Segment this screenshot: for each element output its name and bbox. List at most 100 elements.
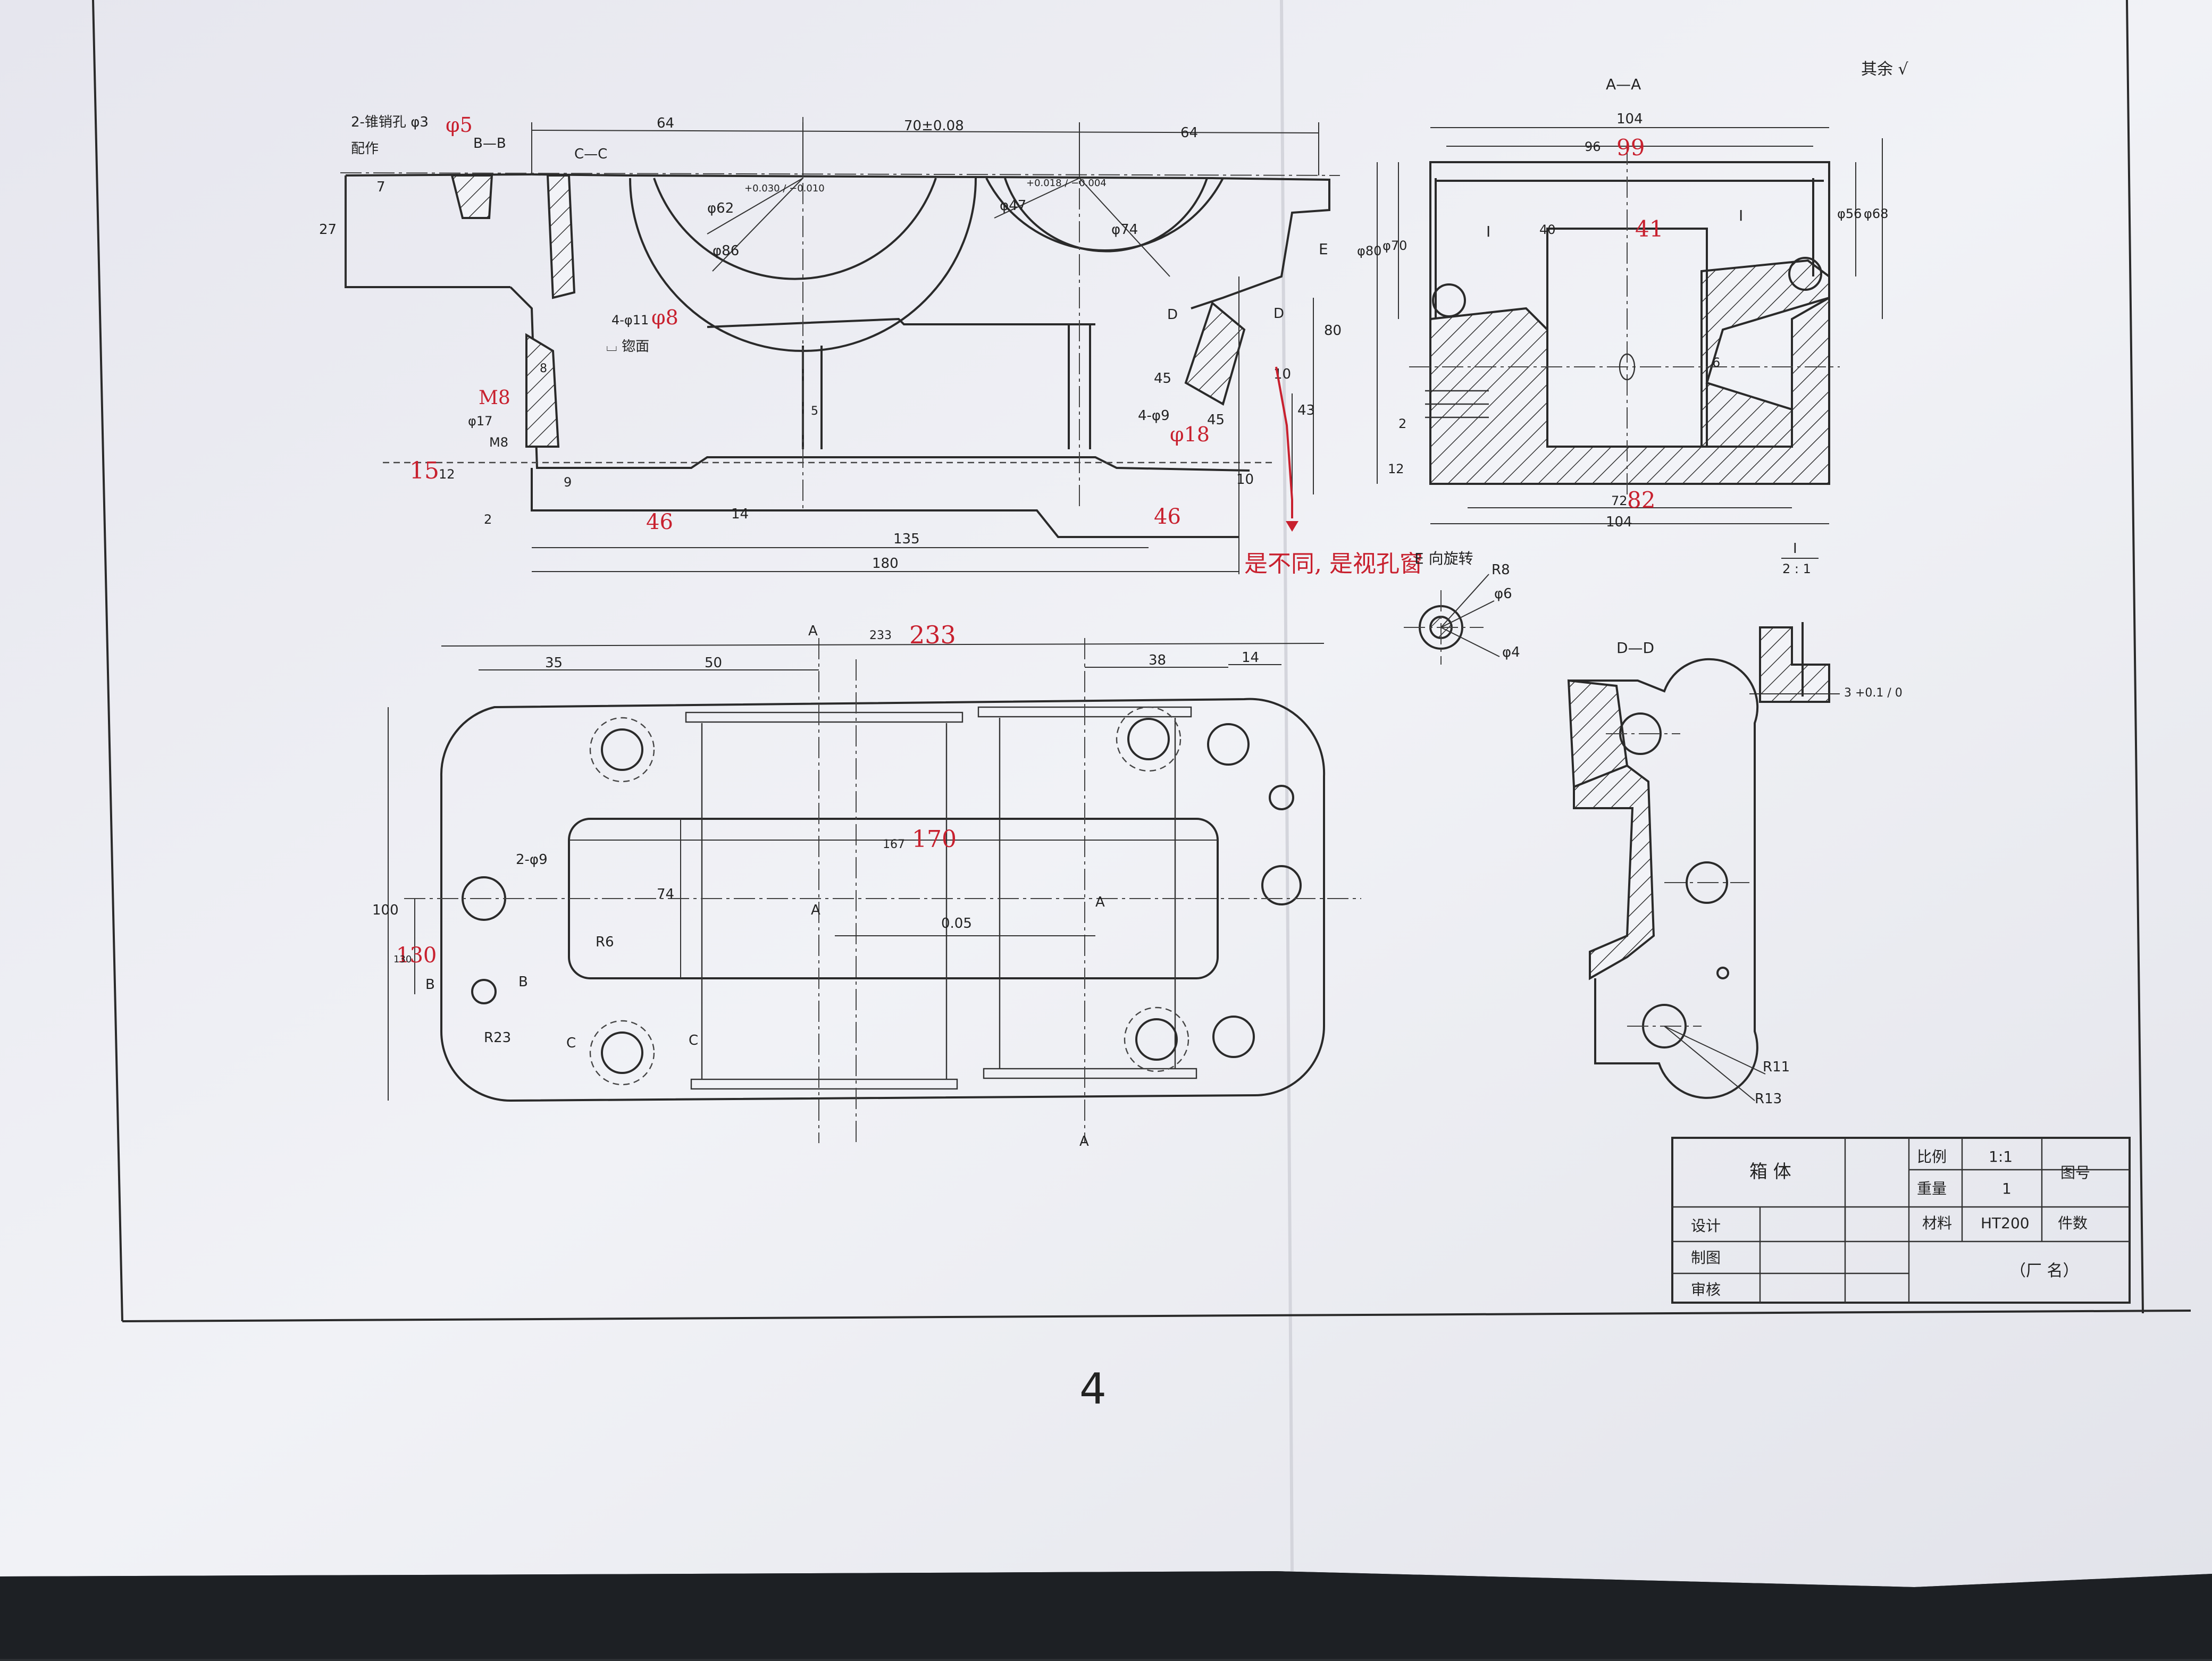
- tb-draw: 制图: [1691, 1249, 1721, 1266]
- tb-scale-label: 比例: [1917, 1148, 1947, 1165]
- top-rail-1: [685, 711, 963, 723]
- aa-70: φ70: [1382, 238, 1407, 253]
- dd-r11: R11: [1763, 1059, 1790, 1075]
- hole-right-top: [1207, 723, 1250, 766]
- dim-7: 7: [376, 179, 386, 195]
- bolt-hole-br: [1135, 1018, 1178, 1061]
- label-taper-pin: 2-锥销孔 φ3: [351, 114, 429, 130]
- hole-right-mid: [1261, 865, 1302, 905]
- tb-material-value: HT200: [1981, 1214, 2030, 1232]
- aa-96: 96: [1585, 139, 1601, 154]
- section-aa-title: A—A: [1606, 76, 1641, 93]
- dim-12: 12: [439, 467, 455, 482]
- top-view: A 233 233 35 50 38 14 100 130 130 74 167…: [372, 620, 1361, 1150]
- bolt-spotface-br: [1124, 1006, 1189, 1072]
- frame-left: [92, 0, 123, 1322]
- top-dim-233: [441, 643, 1325, 647]
- detail-i-dim: 3 +0.1 / 0: [1844, 686, 1903, 700]
- label-cc: C—C: [574, 146, 607, 162]
- e-leader-d4: [1440, 627, 1500, 657]
- dim-r6: R6: [596, 934, 614, 950]
- label-counterbore: ⌴ 锪面: [606, 339, 649, 355]
- aa-12: 12: [1388, 462, 1404, 476]
- red-46-a: 46: [646, 510, 673, 534]
- bolt-spotface-tr: [1116, 706, 1182, 772]
- bolt-spotface-tl: [589, 717, 655, 783]
- label-c-1: C: [566, 1035, 576, 1051]
- label-bb: B—B: [473, 136, 506, 152]
- dim-r23: R23: [484, 1030, 511, 1046]
- dim-center-70: 70±0.08: [904, 118, 964, 134]
- tb-count-label: 件数: [2058, 1214, 2088, 1232]
- red-170: 170: [912, 826, 957, 853]
- label-d-1: D: [1167, 307, 1178, 323]
- tb-drawing-no-label: 图号: [2060, 1164, 2090, 1181]
- dim-d62-tol: +0.030 / −0.010: [744, 183, 825, 194]
- hatch-window: [1184, 301, 1246, 406]
- section-dd-title: D—D: [1616, 639, 1654, 657]
- leader-d86: [712, 178, 803, 272]
- bolt-hole-tr: [1127, 718, 1170, 760]
- tb-weight-value: 1: [2002, 1180, 2012, 1197]
- dd-outline: [1569, 658, 1759, 1099]
- e-d4: φ4: [1502, 644, 1520, 660]
- hole-right-bottom: [1212, 1016, 1255, 1058]
- dim-43: 43: [1297, 402, 1315, 418]
- aa-80: φ80: [1357, 244, 1381, 258]
- bolt-hole-bl: [601, 1031, 643, 1074]
- hatch-left-boss: [525, 333, 560, 448]
- pin-hole-right: [1269, 785, 1294, 810]
- label-a-top: A: [808, 623, 818, 639]
- dim-50: 50: [705, 655, 722, 671]
- dim-flatness: 0.05: [941, 916, 972, 932]
- label-b-1: B: [425, 977, 435, 993]
- red-arrow: [1275, 366, 1293, 518]
- front-outline-top: [345, 173, 1330, 309]
- red-41: 41: [1635, 216, 1663, 242]
- aa-scale-i: I: [1793, 541, 1797, 557]
- tb-part-name: 箱 体: [1749, 1161, 1791, 1182]
- top-rail-3: [690, 1078, 958, 1090]
- dim-d47: φ47: [1000, 198, 1026, 214]
- aa-72: 72: [1611, 493, 1628, 508]
- dim-4-phi9: 4-φ9: [1138, 408, 1170, 424]
- e-d6: φ6: [1494, 586, 1512, 602]
- bore-left-inner: [653, 178, 937, 280]
- label-d-2: D: [1273, 306, 1284, 322]
- label-match-drill: 配作: [351, 141, 379, 157]
- aa-6: 6: [1712, 355, 1720, 370]
- top-right-note: 其余 √: [1861, 60, 1909, 79]
- dim-m8: M8: [489, 435, 508, 450]
- dim-d62: φ62: [707, 200, 734, 216]
- section-aa-view: A—A 104 96 99 φ70 φ80 φ56 φ68 40 41 I: [1357, 76, 1888, 576]
- dim-45: 45: [1207, 412, 1225, 428]
- dim-74-top: 74: [657, 886, 674, 902]
- dd-hatch-web: [1573, 764, 1655, 980]
- label-a-right: A: [1095, 894, 1105, 910]
- dim-35: 35: [545, 655, 563, 671]
- dd-hole-mid: [1686, 861, 1728, 904]
- bolt-hole-tl: [601, 728, 643, 771]
- dd-leader-r13: [1664, 1026, 1755, 1101]
- red-phi5: φ5: [446, 113, 473, 137]
- e-leader-d6: [1440, 600, 1495, 628]
- page-number: 4: [1079, 1364, 1107, 1414]
- aa-pin-right: [1788, 257, 1822, 291]
- dim-27: 27: [319, 222, 337, 238]
- red-99: 99: [1616, 135, 1645, 161]
- dim-135: 135: [893, 531, 920, 547]
- hatch-bb-left: [450, 174, 493, 219]
- leader-d47: [994, 178, 1080, 219]
- frame-right: [2126, 0, 2144, 1314]
- red-m8: M8: [479, 387, 510, 409]
- dim-9: 9: [564, 475, 572, 490]
- hatch-cc: [546, 174, 576, 299]
- dim-167: 167: [883, 838, 905, 851]
- e-r8: R8: [1492, 562, 1510, 578]
- aa-scale-ratio: 2 : 1: [1782, 561, 1811, 576]
- e-view-title: E 向旋转: [1414, 550, 1473, 567]
- top-rail-4: [983, 1068, 1197, 1079]
- aa-hatch-base: [1429, 296, 1830, 485]
